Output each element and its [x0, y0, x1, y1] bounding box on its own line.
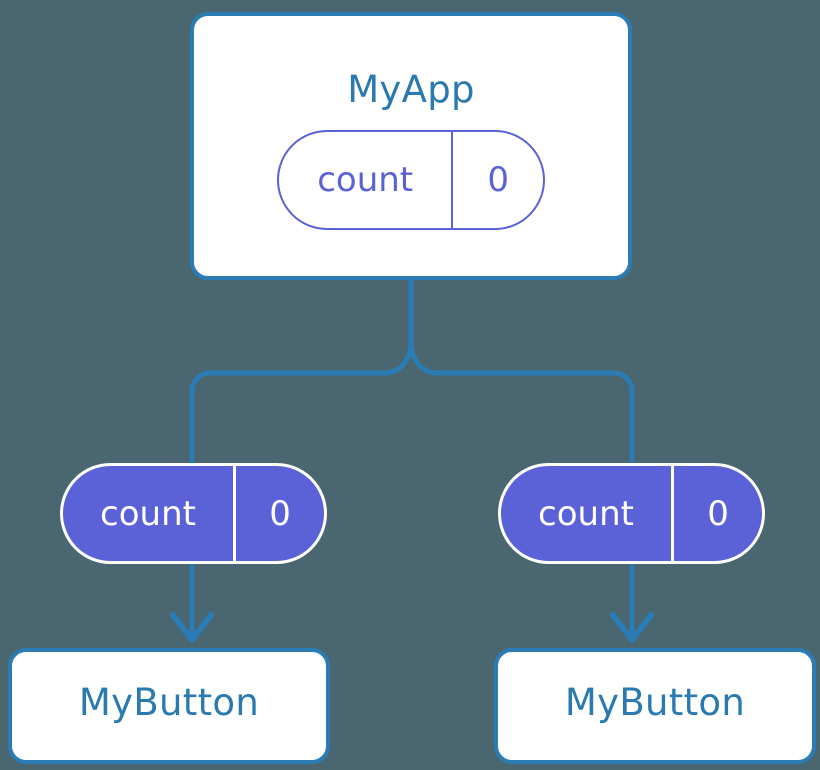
state-pill-myapp-key: count: [317, 160, 414, 200]
state-pill-child-right-value: 0: [671, 466, 762, 561]
state-pill-myapp-value: 0: [451, 132, 543, 228]
node-myapp-label: MyApp: [347, 68, 475, 111]
state-pill-child-left-value: 0: [233, 466, 324, 561]
state-pill-child-left[interactable]: count 0: [60, 463, 327, 564]
connector-root-fork: [189, 278, 414, 470]
state-pill-child-left-key: count: [100, 493, 196, 534]
node-mybutton-left-label: MyButton: [78, 681, 260, 724]
state-pill-myapp[interactable]: count 0: [277, 130, 545, 230]
connector-root-fork-right: [408, 340, 635, 470]
node-mybutton-left[interactable]: MyButton: [8, 648, 330, 764]
connector-right-arrow-head: [610, 612, 654, 643]
node-mybutton-right[interactable]: MyButton: [494, 648, 816, 764]
connector-left-arrow-head: [170, 612, 214, 643]
state-pill-child-right-key: count: [538, 493, 634, 534]
state-pill-child-right[interactable]: count 0: [498, 463, 765, 564]
node-mybutton-right-label: MyButton: [564, 681, 746, 724]
node-myapp[interactable]: MyApp: [190, 12, 632, 280]
